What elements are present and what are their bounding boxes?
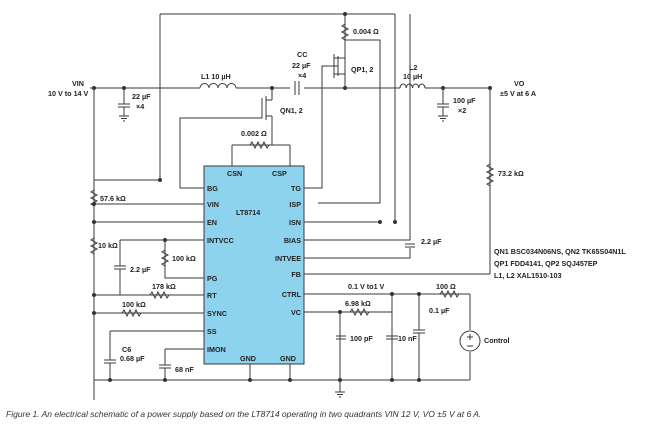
capacitor-cc xyxy=(294,81,300,95)
left-pins: BG VIN EN INTVCC PG RT SYNC SS IMON xyxy=(207,184,234,354)
label-vin: VIN xyxy=(72,79,84,88)
resistor-en-top xyxy=(89,189,99,207)
label-r-vc: 6.98 kΩ xyxy=(345,299,371,308)
control-source xyxy=(459,330,481,352)
label-qn: QN1, 2 xyxy=(280,106,303,115)
label-out-cap: 100 µF xyxy=(453,96,476,105)
label-c6-val: 0.68 µF xyxy=(120,354,145,363)
junction-dots xyxy=(92,12,492,382)
label-ctrl-range: 0.1 V to1 V xyxy=(348,282,385,291)
lt8714-chip: LT8714 xyxy=(203,165,305,365)
label-r-sense-bottom: 0.002 Ω xyxy=(241,129,267,138)
pin-gnd-2: GND xyxy=(280,354,296,363)
label-r-sync: 100 kΩ xyxy=(122,300,146,309)
resistor-pg xyxy=(160,249,170,267)
label-cc-val: 22 µF xyxy=(292,61,311,70)
label-vin-cap-n: ×4 xyxy=(136,102,144,111)
label-vin-range: 10 V to 14 V xyxy=(48,89,89,98)
inductor-l1 xyxy=(199,83,237,89)
parts-line: QN1 BSC034N06NS, QN2 TK65S04N1L xyxy=(494,247,626,256)
label-c-bias: 2.2 µF xyxy=(421,237,442,246)
pin-vc: VC xyxy=(291,308,301,317)
pin-bias: BIAS xyxy=(284,236,301,245)
label-r-pg: 100 kΩ xyxy=(172,254,196,263)
right-pins: TG ISP ISN BIAS INTVEE FB CTRL VC xyxy=(275,184,302,317)
pin-intvee: INTVEE xyxy=(275,254,301,263)
resistor-sync xyxy=(121,308,142,318)
pin-csp: CSP xyxy=(272,169,287,178)
label-r-en-top: 57.6 kΩ xyxy=(100,194,126,203)
label-out-cap-n: ×2 xyxy=(458,106,466,115)
label-vin-cap: 22 µF xyxy=(132,92,151,101)
parts-list: QN1 BSC034N06NS, QN2 TK65S04N1L QP1 FDD4… xyxy=(494,247,626,280)
resistor-fb xyxy=(485,163,495,187)
transistor-qn xyxy=(261,96,273,120)
label-c6: C6 xyxy=(122,345,131,354)
label-c-vc2: 10 nF xyxy=(398,334,417,343)
pin-sync: SYNC xyxy=(207,309,227,318)
label-r-en-bottom: 10 kΩ xyxy=(98,241,118,250)
pin-imon: IMON xyxy=(207,345,226,354)
pin-isp: ISP xyxy=(289,200,301,209)
parts-line: L1, L2 XAL1510-103 xyxy=(494,271,562,280)
label-l2-val: 10 µH xyxy=(403,72,422,81)
chip-name: LT8714 xyxy=(236,208,260,217)
label-r-fb: 73.2 kΩ xyxy=(498,169,524,178)
wires xyxy=(90,13,491,400)
label-c-intvcc: 2.2 µF xyxy=(130,265,151,274)
label-vo: VO xyxy=(514,79,525,88)
pin-ctrl: CTRL xyxy=(282,290,302,299)
pin-en: EN xyxy=(207,218,217,227)
label-l1: L1 10 µH xyxy=(201,72,231,81)
resistor-vc xyxy=(349,307,370,317)
pin-bg: BG xyxy=(207,184,218,193)
pin-vin: VIN xyxy=(207,200,219,209)
label-c-ctrl: 0.1 µF xyxy=(429,306,450,315)
pin-ss: SS xyxy=(207,327,217,336)
resistor-ctrl xyxy=(439,289,460,299)
pin-intvcc: INTVCC xyxy=(207,236,234,245)
label-control: Control xyxy=(484,336,510,345)
component-labels: VIN 10 V to 14 V 22 µF ×4 L1 10 µH CC 22… xyxy=(48,27,536,374)
resistor-sense-bottom xyxy=(249,140,270,150)
figure-caption: Figure 1. An electrical schematic of a p… xyxy=(6,409,482,419)
transistor-qp xyxy=(333,50,346,82)
label-l2: L2 xyxy=(409,63,417,72)
resistor-en-bottom xyxy=(89,237,99,255)
label-qp: QP1, 2 xyxy=(351,65,373,74)
pin-isn: ISN xyxy=(289,218,301,227)
pin-pg: PG xyxy=(207,274,218,283)
pin-csn: CSN xyxy=(227,169,242,178)
label-cc-n: ×4 xyxy=(298,71,306,80)
parts-line: QP1 FDD4141, QP2 SQJ457EP xyxy=(494,259,598,268)
inductor-l2 xyxy=(399,83,426,89)
pin-rt: RT xyxy=(207,291,217,300)
resistor-rt xyxy=(149,290,170,300)
pin-fb: FB xyxy=(291,270,301,279)
label-r-rt: 178 kΩ xyxy=(152,282,176,291)
capacitor-ctrl xyxy=(413,294,425,380)
label-c-imon: 68 nF xyxy=(175,365,194,374)
label-c-vc1: 100 pF xyxy=(350,334,373,343)
label-cc: CC xyxy=(297,50,307,59)
resistor-sense-top xyxy=(340,23,350,41)
pin-tg: TG xyxy=(291,184,301,193)
pin-gnd-1: GND xyxy=(240,354,256,363)
label-r-ctrl: 100 Ω xyxy=(436,282,456,291)
label-r-sense-top: 0.004 Ω xyxy=(353,27,379,36)
label-vo-val: ±5 V at 6 A xyxy=(500,89,536,98)
